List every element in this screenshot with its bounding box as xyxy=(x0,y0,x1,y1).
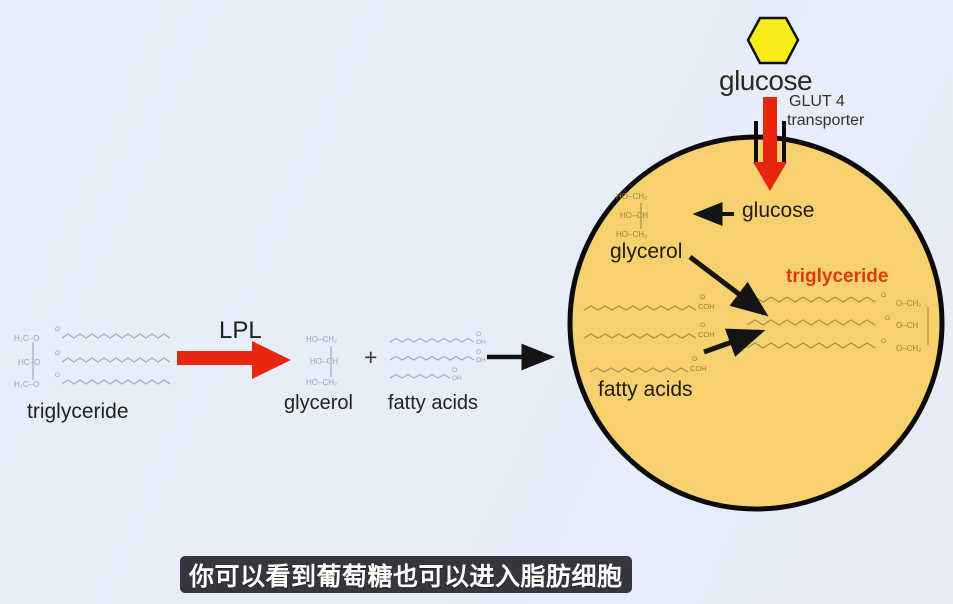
glut4-label: GLUT 4 xyxy=(789,93,845,110)
fatty-acids-label-cell: fatty acids xyxy=(598,378,693,401)
svg-text:O: O xyxy=(700,294,705,301)
svg-text:HO–CH₂: HO–CH₂ xyxy=(616,230,647,239)
svg-text:COH: COH xyxy=(698,302,715,311)
fatty-acids-endgroups-outside: O OH O OH O OH xyxy=(452,331,486,382)
svg-text:OH: OH xyxy=(476,339,486,346)
glycerol-label-outside: glycerol xyxy=(284,392,353,414)
svg-text:O: O xyxy=(55,350,60,357)
svg-text:O: O xyxy=(881,338,886,345)
svg-text:HC–O: HC–O xyxy=(18,358,40,367)
svg-text:O: O xyxy=(692,356,697,363)
fatty-acids-structure-outside xyxy=(389,337,475,379)
svg-text:HO–CH: HO–CH xyxy=(620,211,648,220)
svg-text:HO–CH₂: HO–CH₂ xyxy=(306,378,337,387)
svg-text:H₂C–O: H₂C–O xyxy=(14,334,39,343)
glycerol-to-triglyceride-arrow xyxy=(688,255,769,317)
svg-text:O–CH₂: O–CH₂ xyxy=(896,299,921,308)
svg-text:O: O xyxy=(700,322,705,329)
svg-text:O: O xyxy=(885,315,890,322)
svg-text:HO–CH₂: HO–CH₂ xyxy=(616,192,647,201)
glucose-hexagon-icon xyxy=(746,16,800,65)
triglyceride-label-cell: triglyceride xyxy=(786,266,889,287)
lpl-arrow xyxy=(177,341,291,379)
svg-text:O: O xyxy=(881,292,886,299)
glycerol-structure-cell: HO–CH₂ HO–CH HO–CH₂ xyxy=(616,192,648,239)
svg-text:O: O xyxy=(476,331,481,338)
fattyacids-to-triglyceride-arrow xyxy=(703,328,766,357)
plus-sign: + xyxy=(364,344,378,370)
glucose-entry-arrow xyxy=(753,97,787,191)
svg-text:OH: OH xyxy=(452,375,462,382)
svg-text:O: O xyxy=(476,349,481,356)
glucose-label-top: glucose xyxy=(719,65,813,96)
svg-text:O–CH: O–CH xyxy=(896,321,918,330)
subtitle-bar: 你可以看到葡萄糖也可以进入脂肪细胞 xyxy=(180,556,632,593)
lpl-enzyme-label: LPL xyxy=(219,317,262,344)
triglyceride-backbone-cell: O O O O–CH₂ O–CH O–CH₂ xyxy=(881,292,921,353)
triglyceride-backbone-left: H₂C–O HC–O H₂C–O O O O xyxy=(14,326,60,389)
svg-text:H₂C–O: H₂C–O xyxy=(14,380,39,389)
triglyceride-label-left: triglyceride xyxy=(27,400,129,423)
svg-text:O: O xyxy=(452,367,457,374)
svg-text:O: O xyxy=(55,372,60,379)
glycerol-structure-outside: HO–CH₂ HO–CH HO–CH₂ xyxy=(306,335,338,387)
triglyceride-structure-left xyxy=(32,333,171,385)
fatty-acids-label-outside: fatty acids xyxy=(388,392,479,414)
svg-text:HO–CH: HO–CH xyxy=(310,357,338,366)
fatty-acids-endgroups-cell: O COH O COH O COH xyxy=(690,294,715,373)
svg-text:COH: COH xyxy=(698,330,715,339)
svg-text:O: O xyxy=(55,326,60,333)
fatty-acids-structure-cell xyxy=(583,305,697,373)
transporter-label: transporter xyxy=(787,112,865,129)
svg-text:OH: OH xyxy=(476,357,486,364)
svg-text:O–CH₂: O–CH₂ xyxy=(896,344,921,353)
glycerol-label-cell: glycerol xyxy=(610,240,683,263)
glucose-label-cell: glucose xyxy=(742,199,815,222)
subtitle-text: 你可以看到葡萄糖也可以进入脂肪细胞 xyxy=(189,562,623,591)
svg-text:HO–CH₂: HO–CH₂ xyxy=(306,335,337,344)
svg-text:COH: COH xyxy=(690,364,707,373)
